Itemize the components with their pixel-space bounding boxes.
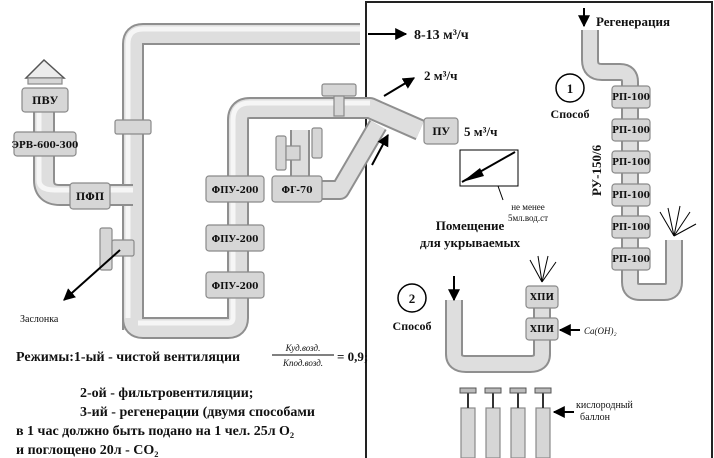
method2-num: 2 (409, 291, 416, 306)
pressure-label-1: не менее (511, 202, 545, 212)
fraction-num: Куд.возд. (285, 343, 321, 353)
zaslonka-label: Заслонка (20, 314, 59, 325)
balloon-label-1: кислородный (576, 400, 634, 411)
unit-pvu: ПВУ (21, 87, 69, 113)
method2-circle (397, 283, 427, 313)
modes-line-4: в 1 час должно быть подано на 1 чел. 25л… (16, 424, 294, 439)
modes-line-5: и поглощено 20л - CO₂ (16, 443, 158, 458)
fraction-value: = 0,9; (337, 349, 368, 364)
unit-pfp: ПФП (69, 182, 111, 210)
modes-line-2: 2-ой - фильтровентиляции; (80, 386, 253, 401)
unit-hpi-2: ХПИ (525, 317, 559, 341)
rp-label-6: РП-100 (612, 255, 650, 265)
method1-num: 1 (567, 81, 574, 96)
flanges (99, 83, 357, 271)
method2-label: Способ (393, 319, 432, 333)
unit-erv: ЭРВ-600-300 (12, 131, 79, 157)
fpu1-label: ФПУ-200 (212, 186, 259, 196)
erv-label: ЭРВ-600-300 (12, 141, 79, 151)
room-label-2: для укрываемых (420, 235, 521, 250)
rp100-stack: РП-100 РП-100 РП-100 РП-100 РП-100 РП-10… (611, 85, 651, 271)
balloon-label-2: баллон (580, 412, 611, 423)
pvu-cap (24, 58, 66, 79)
room-label-1: Помещение (436, 218, 505, 233)
flow-top: 8-13 м³/ч (414, 28, 469, 43)
unit-fpu-2: ФПУ-200 (205, 224, 265, 252)
hpi2-label: ХПИ (530, 325, 554, 335)
shelter-wall (365, 1, 713, 458)
modes-line-3: 3-ий - регенерации (двумя способами (80, 405, 315, 420)
fg-label: ФГ-70 (281, 186, 312, 196)
pressure-label-2: 5мл.вод.ст (508, 213, 548, 223)
ru-label: РУ-150/6 (589, 144, 604, 196)
flow-arrows (63, 8, 590, 418)
unit-pu: ПУ (423, 117, 459, 145)
modes-line-1: Режимы:1-ый - чистой вентиляции (16, 350, 240, 365)
pvu-label: ПВУ (32, 96, 58, 107)
unit-hpi-1: ХПИ (525, 285, 559, 309)
unit-fpu-1: ФПУ-200 (205, 175, 265, 203)
unit-fg70: ФГ-70 (271, 175, 323, 203)
rp-label-1: РП-100 (612, 93, 650, 103)
pressure-gauge (459, 149, 519, 201)
hpi1-label: ХПИ (530, 293, 554, 303)
fraction-den: Кпод.возд. (282, 358, 323, 368)
fpu3-label: ФПУ-200 (212, 282, 259, 292)
exhaust-spray (529, 205, 697, 283)
fpu2-label: ФПУ-200 (212, 235, 259, 245)
method1-circle (555, 73, 585, 103)
flow-mid: 2 м³/ч (424, 68, 457, 83)
pu-label: ПУ (432, 127, 450, 138)
caoh-label: Ca(OH)₂ (584, 326, 617, 336)
regen-label: Регенерация (596, 14, 670, 29)
rp-label-3: РП-100 (612, 158, 650, 168)
unit-fpu-3: ФПУ-200 (205, 271, 265, 299)
rp-label-4: РП-100 (612, 191, 650, 201)
pfp-label: ПФП (76, 192, 104, 203)
flow-pu: 5 м³/ч (464, 124, 497, 139)
rp-label-2: РП-100 (612, 126, 650, 136)
rp-label-5: РП-100 (612, 223, 650, 233)
oxygen-balloons (459, 387, 552, 458)
method1-label: Способ (551, 107, 590, 121)
